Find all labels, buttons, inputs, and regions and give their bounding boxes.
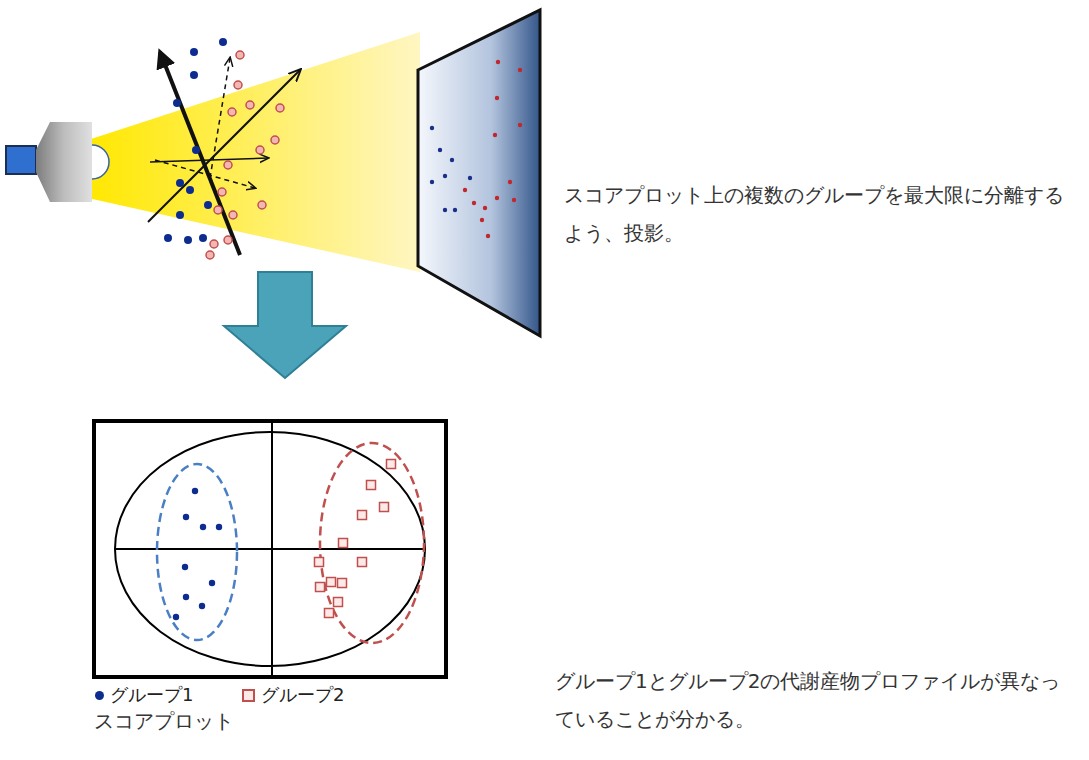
projector-body [6, 146, 36, 174]
down-arrow [224, 272, 346, 378]
annotation-note: スコアプロット上の複数のグループを最大限に分離するよう、投影。 [564, 176, 1074, 252]
legend-text: グループ1 [110, 683, 193, 707]
group-ellipse [320, 443, 424, 643]
confidence-ellipse [115, 432, 425, 666]
legend-text: グループ2 [261, 683, 344, 707]
point-cloud [164, 38, 284, 259]
legend-entry: グループ2 [242, 683, 344, 707]
projection-screen [418, 10, 540, 336]
axis-line [116, 548, 425, 550]
axes [148, 52, 300, 255]
group-ellipse [157, 464, 237, 640]
screen-dots [430, 60, 522, 238]
legend-swatch [95, 691, 104, 700]
annotation-note: グループ1とグループ2の代謝産物プロファイルが異なっていることが分かる。 [555, 662, 1080, 738]
caption: スコアプロット [94, 708, 234, 734]
lens-ring [92, 145, 109, 179]
score-points [173, 460, 396, 621]
score-plot-frame [94, 421, 446, 677]
light-beam [88, 32, 420, 272]
projector-lens [36, 122, 92, 202]
legend-entry: グループ1 [95, 683, 193, 707]
legend-symbol [242, 689, 255, 702]
